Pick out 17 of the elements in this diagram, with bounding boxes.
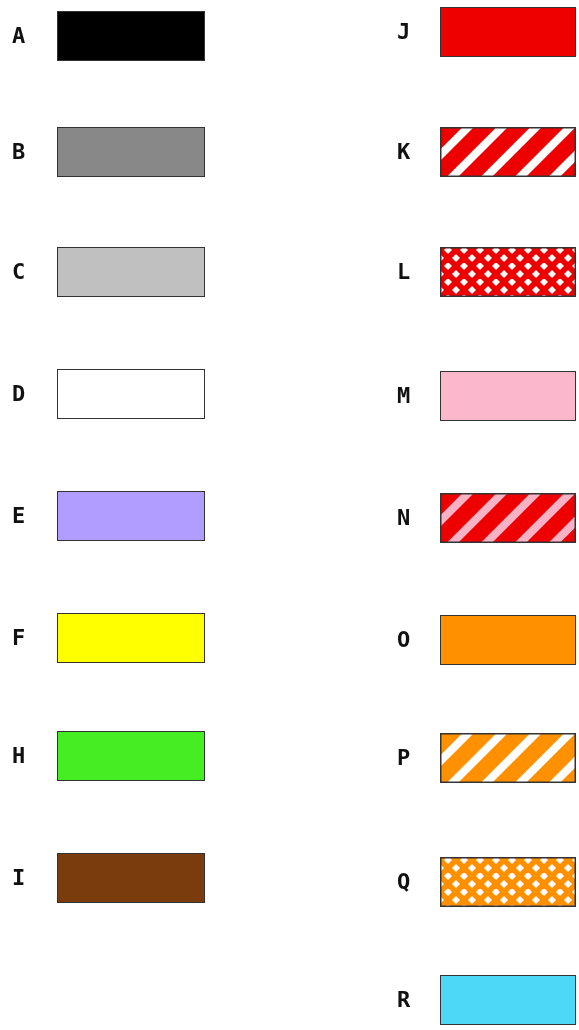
legend-label: M <box>397 383 411 409</box>
legend-label: Q <box>397 869 411 895</box>
legend-label: B <box>12 139 26 165</box>
legend-label: C <box>12 259 26 285</box>
legend-label: E <box>12 503 26 529</box>
legend-label: P <box>397 745 411 771</box>
legend-label: H <box>12 743 26 769</box>
legend-label: I <box>12 865 26 891</box>
legend-label: D <box>12 381 26 407</box>
legend-label: K <box>397 139 411 165</box>
legend-label: O <box>397 627 411 653</box>
legend-label: R <box>397 987 411 1013</box>
legend-label: F <box>12 625 26 651</box>
legend-label: N <box>397 505 411 531</box>
legend-label: J <box>397 19 411 45</box>
legend-label: A <box>12 23 26 49</box>
legend-label: L <box>397 259 411 285</box>
